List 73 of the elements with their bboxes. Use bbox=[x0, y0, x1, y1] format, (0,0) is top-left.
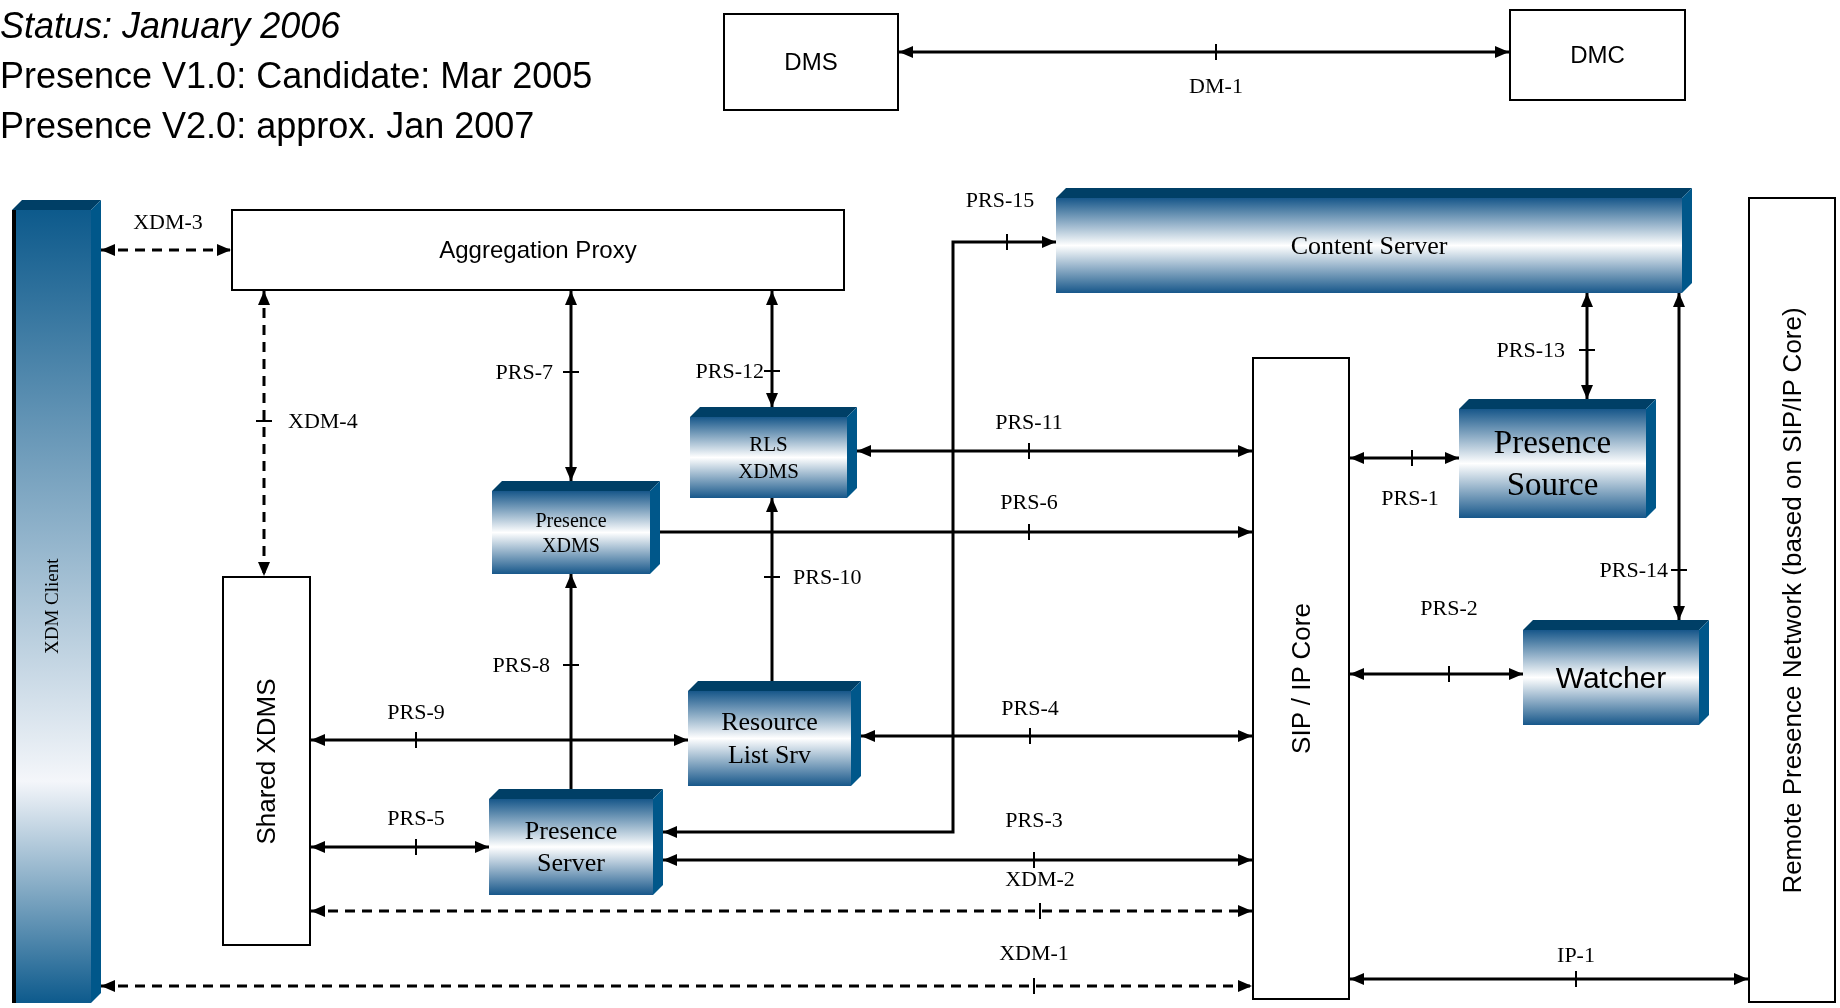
edge-label: PRS-4 bbox=[1001, 697, 1059, 719]
server-block bbox=[690, 407, 857, 498]
node-label: Presence XDMS bbox=[534, 507, 608, 558]
client-bar bbox=[12, 200, 101, 1003]
node-label: DMS bbox=[784, 47, 838, 77]
node-label: Resource List Srv bbox=[720, 706, 819, 771]
connector-arrow bbox=[311, 905, 1252, 917]
connector-arrow bbox=[101, 244, 231, 256]
connector-arrow bbox=[101, 980, 1252, 992]
connector-arrow bbox=[311, 734, 688, 746]
edge-label: XDM-1 bbox=[999, 942, 1069, 964]
node-label: Watcher bbox=[1555, 660, 1667, 696]
edge-label: PRS-14 bbox=[1599, 559, 1668, 581]
node-label: Aggregation Proxy bbox=[439, 235, 637, 265]
component-box bbox=[231, 209, 845, 291]
edge-label: PRS-7 bbox=[495, 361, 553, 383]
edge-label: PRS-1 bbox=[1381, 487, 1439, 509]
edge-label: PRS-10 bbox=[793, 566, 862, 588]
edge-label: PRS-2 bbox=[1420, 597, 1478, 619]
node-label: SIP / IP Core bbox=[1284, 603, 1317, 754]
component-box bbox=[723, 13, 899, 111]
connector-arrow bbox=[861, 730, 1252, 742]
connector-arrow bbox=[1350, 973, 1748, 985]
edge-label: PRS-15 bbox=[965, 189, 1035, 211]
edge-label: PRS-13 bbox=[1496, 339, 1565, 361]
connector-arrow bbox=[1581, 293, 1593, 399]
edge-label: IP-1 bbox=[1557, 944, 1595, 966]
node-label: DMC bbox=[1570, 40, 1625, 70]
connector-arrow bbox=[565, 291, 577, 481]
connector-arrow bbox=[1673, 293, 1685, 620]
connector-arrow bbox=[766, 498, 778, 681]
server-block bbox=[1056, 188, 1692, 293]
connector-arrow bbox=[258, 291, 270, 576]
edge-label: XDM-2 bbox=[1005, 868, 1075, 890]
node-label: XDM Client bbox=[39, 558, 63, 655]
edge-label: PRS-9 bbox=[387, 701, 445, 723]
edge-label: PRS-12 bbox=[695, 360, 764, 382]
edge-label: PRS-11 bbox=[995, 411, 1063, 433]
edge-label: PRS-5 bbox=[387, 807, 445, 829]
connector-arrow bbox=[663, 854, 1252, 866]
edge-label: XDM-3 bbox=[133, 211, 203, 233]
edge-label: PRS-3 bbox=[1005, 809, 1063, 831]
connector-arrow bbox=[857, 445, 1252, 457]
connector-arrow bbox=[1350, 452, 1459, 464]
server-block bbox=[1459, 399, 1656, 518]
node-label: Remote Presence Network (based on SIP/IP Core) bbox=[1775, 306, 1808, 894]
node-label: Content Server bbox=[1290, 230, 1448, 262]
connector-arrow bbox=[660, 526, 1252, 538]
edge-label: DM-1 bbox=[1189, 75, 1243, 97]
node-label: Presence Server bbox=[523, 814, 619, 879]
connector-arrow bbox=[899, 46, 1509, 58]
server-block bbox=[688, 681, 861, 786]
network-box bbox=[1748, 197, 1836, 1003]
server-block bbox=[489, 789, 663, 895]
edge-label: PRS-6 bbox=[1000, 491, 1058, 513]
connector-arrow bbox=[1350, 668, 1523, 680]
connector-arrow bbox=[565, 574, 577, 789]
connector-arrow bbox=[766, 291, 778, 407]
server-block bbox=[1523, 620, 1709, 725]
node-label: Shared XDMS bbox=[250, 677, 282, 845]
connector-arrow bbox=[311, 841, 489, 853]
status-note: Presence V1.0: Candidate: Mar 2005 bbox=[0, 58, 593, 94]
edge-label: PRS-8 bbox=[492, 654, 550, 676]
status-note: Status: January 2006 bbox=[0, 8, 341, 44]
node-label: Presence Source bbox=[1492, 423, 1613, 504]
status-note: Presence V2.0: approx. Jan 2007 bbox=[0, 108, 535, 144]
component-box bbox=[222, 576, 311, 946]
server-block bbox=[492, 481, 660, 574]
node-label: RLS XDMS bbox=[737, 431, 800, 484]
edge-label: XDM-4 bbox=[288, 410, 358, 432]
connector-arrow bbox=[663, 236, 1056, 838]
component-box bbox=[1509, 9, 1686, 101]
component-box bbox=[1252, 357, 1350, 1000]
